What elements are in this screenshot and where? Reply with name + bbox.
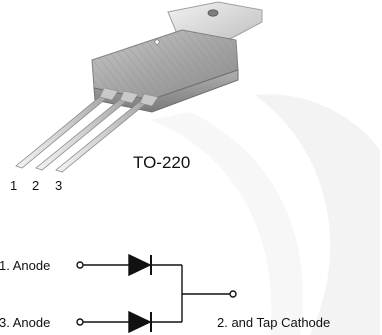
- pin-number-3: 3: [55, 178, 62, 193]
- dual-diode-schematic: [76, 253, 237, 334]
- pin1-terminal-icon: [76, 261, 84, 269]
- package-dot-icon: [154, 39, 160, 45]
- lead-shoulder-2: [119, 90, 139, 104]
- pin-number-1: 1: [10, 178, 17, 193]
- package-name-label: TO-220: [133, 153, 190, 172]
- package-body-ribs: [92, 30, 238, 100]
- to220-package-illustration: [15, 1, 263, 173]
- lead-1: [15, 89, 115, 169]
- pin1-anode-label: 1. Anode: [0, 258, 50, 273]
- background-swoosh-shadow: [150, 112, 303, 335]
- diode-2-icon: [128, 310, 152, 334]
- background-swoosh: [255, 94, 380, 335]
- lead-2: [35, 92, 135, 171]
- lead-shoulder-1: [99, 87, 119, 101]
- pin3-terminal-icon: [76, 318, 84, 326]
- lead-shoulder-3: [139, 93, 159, 107]
- diode-1-icon: [128, 253, 152, 277]
- pin3-anode-label: 3. Anode: [0, 315, 50, 330]
- pin2-terminal-icon: [229, 290, 237, 298]
- pin2-cathode-label: 2. and Tap Cathode: [217, 315, 330, 330]
- mounting-hole-icon: [207, 9, 219, 17]
- package-leads: [15, 87, 159, 173]
- pin-number-2: 2: [32, 178, 39, 193]
